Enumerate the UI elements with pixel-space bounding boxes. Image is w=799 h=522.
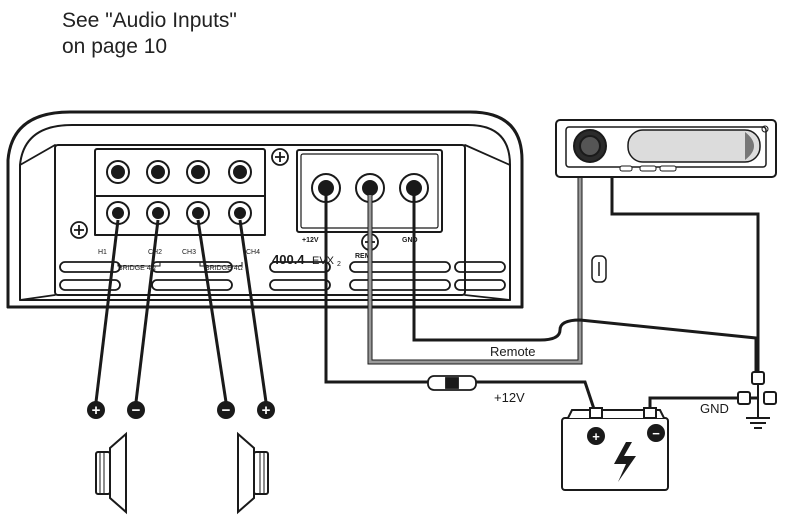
bridge-label-2: BRIDGE 4Ω xyxy=(205,265,243,272)
audio-inputs-note-line2: on page 10 xyxy=(62,35,168,58)
speaker-polarity-markers: + − − + xyxy=(87,401,275,419)
remote-fuse-icon xyxy=(591,255,607,283)
power-terminals xyxy=(311,173,429,203)
amplifier xyxy=(6,110,524,309)
headunit-ground-wire xyxy=(610,178,760,380)
battery-plus: + xyxy=(592,429,600,444)
ground-symbol-icon xyxy=(746,408,770,429)
speaker-terminal-4: + xyxy=(262,402,271,419)
speaker-wires xyxy=(94,219,268,403)
speaker-terminal-3: − xyxy=(222,402,231,419)
speaker-terminals-bottom xyxy=(106,201,252,225)
channel-label-3: CH3 xyxy=(182,249,196,256)
battery-minus: − xyxy=(652,426,660,441)
remote-wire-label: Remote xyxy=(490,344,536,359)
head-unit xyxy=(555,119,777,178)
bridge-label-1: BRIDGE 4Ω xyxy=(118,265,156,272)
terminal-label-gnd: GND xyxy=(402,237,418,244)
power-fuse-icon xyxy=(427,375,477,391)
channel-label-4: CH4 xyxy=(246,249,260,256)
gnd-wire-label: GND xyxy=(700,401,729,416)
speaker-terminal-1: + xyxy=(92,402,101,419)
amp-model: 400.4 xyxy=(272,252,305,267)
ground-junction xyxy=(737,371,777,408)
plus12v-wire-label: +12V xyxy=(494,390,525,405)
terminal-label-rem: REM xyxy=(355,253,371,260)
speaker-terminals-top xyxy=(106,160,252,184)
channel-label-1: H1 xyxy=(98,249,107,256)
amp-model-suffix: EVX xyxy=(312,255,335,267)
amp-model-sub: 2 xyxy=(337,261,341,268)
audio-inputs-note-line1: See "Audio Inputs" xyxy=(62,9,237,32)
speaker-right-icon xyxy=(237,431,269,515)
terminal-label-12v: +12V xyxy=(302,237,319,244)
battery-icon xyxy=(561,407,669,491)
amp-ground-wire xyxy=(412,195,758,380)
speaker-terminal-2: − xyxy=(132,402,141,419)
speaker-left-icon xyxy=(95,431,127,515)
